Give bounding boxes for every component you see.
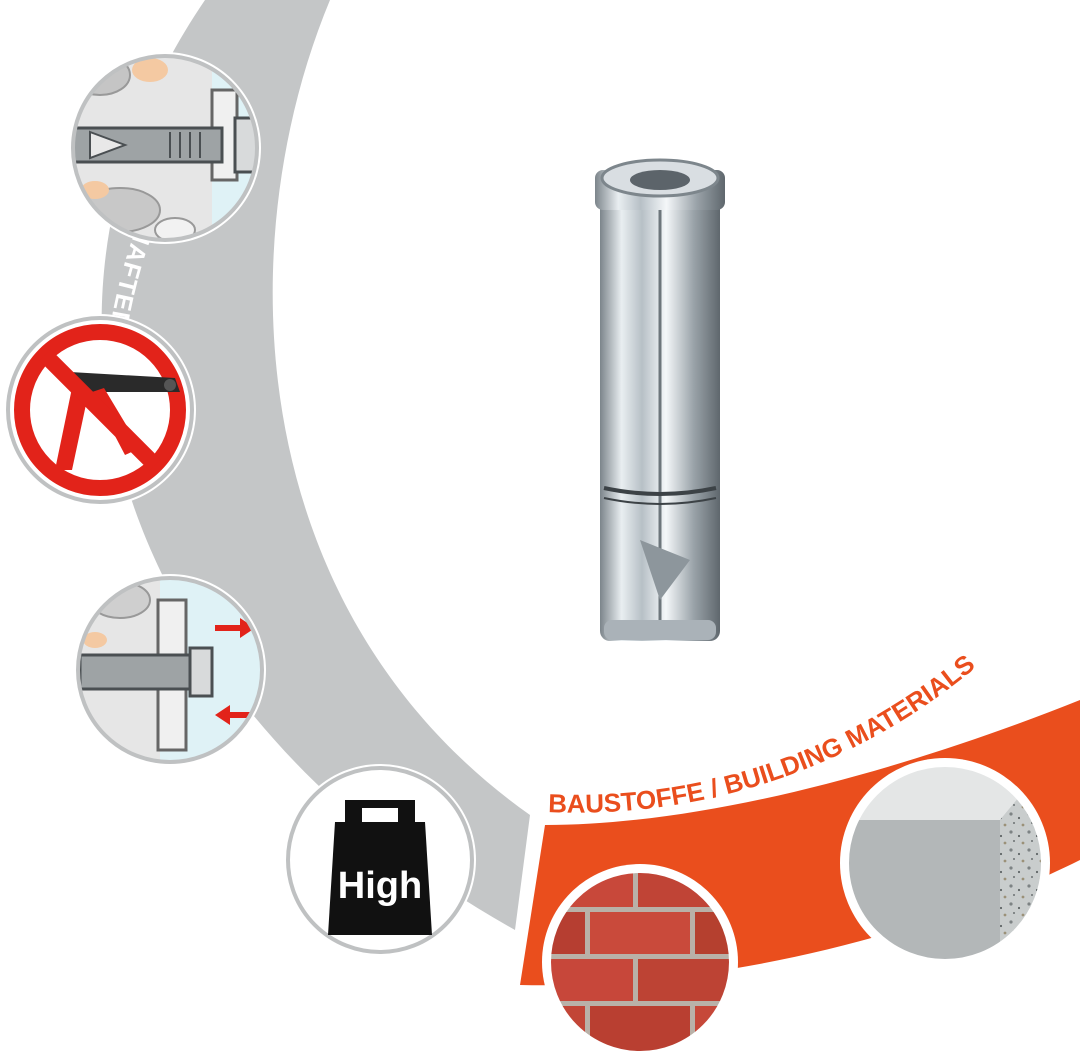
concrete-material-icon <box>840 758 1050 968</box>
high-load-label: High <box>338 865 422 907</box>
steel-expansion-anchor <box>595 158 725 641</box>
no-setting-tool-icon <box>4 314 196 506</box>
brick-material-icon <box>542 864 738 1060</box>
high-load-weight-icon: High <box>284 764 476 956</box>
